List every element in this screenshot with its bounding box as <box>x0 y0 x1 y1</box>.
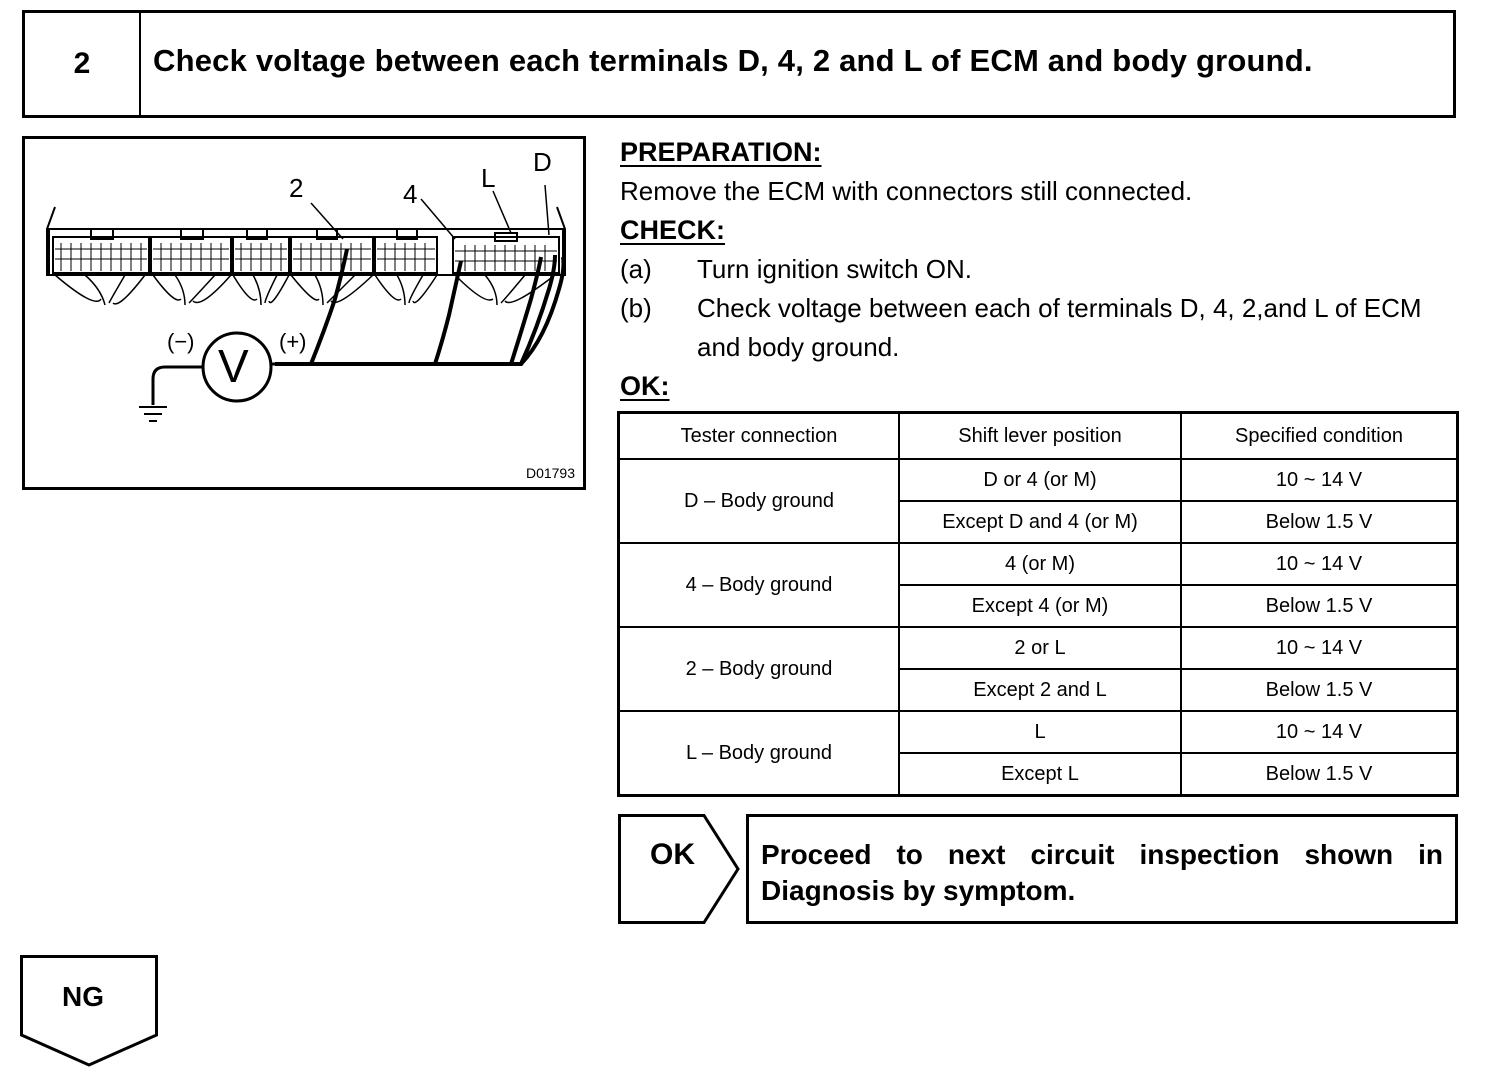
table-row: D – Body ground D or 4 (or M) 10 ~ 14 V <box>617 458 1459 544</box>
condition-cell: 10 ~ 14 V <box>1180 626 1459 670</box>
check-step-letter: (b) <box>620 293 652 323</box>
figure-id: D01793 <box>525 465 575 481</box>
shift-position-cell: Except D and 4 (or M) <box>898 500 1182 544</box>
ok-result-text: Proceed to next circuit inspection shown… <box>746 814 1458 924</box>
preparation-text: Remove the ECM with connectors still con… <box>620 176 1193 206</box>
shift-position-cell: Except L <box>898 752 1182 797</box>
table-row: L – Body ground L 10 ~ 14 V <box>617 710 1459 797</box>
ok-label: OK <box>650 838 695 871</box>
ng-result-tag: NG <box>20 955 158 1067</box>
table-row: Except L Below 1.5 V <box>619 752 1459 797</box>
condition-cell: Below 1.5 V <box>1180 668 1459 712</box>
terminal-label-l: L <box>481 163 496 193</box>
condition-cell: Below 1.5 V <box>1180 584 1459 628</box>
column-header: Shift lever position <box>898 411 1182 460</box>
check-step-text: Turn ignition switch ON. <box>697 254 973 284</box>
shift-position-cell: Except 2 and L <box>898 668 1182 712</box>
check-step: (b) Check voltage between each of termin… <box>620 289 1470 367</box>
table-row: 2 – Body ground 2 or L 10 ~ 14 V <box>617 626 1459 712</box>
check-heading: CHECK: <box>620 215 725 245</box>
step-number: 2 <box>25 13 141 115</box>
condition-cell: 10 ~ 14 V <box>1180 458 1459 502</box>
ecm-connector-drawing <box>46 184 566 422</box>
ng-arrow-shape <box>20 955 158 1067</box>
shift-position-cell: D or 4 (or M) <box>898 458 1182 502</box>
table-row: Except 4 (or M) Below 1.5 V <box>619 584 1459 628</box>
terminal-label-d: D <box>533 147 552 177</box>
ecm-wiring-figure: 2 4 L D (−) (+) V D01793 <box>22 136 586 490</box>
terminal-label-4: 4 <box>403 179 418 209</box>
voltage-spec-table: Tester connection Shift lever position S… <box>617 411 1459 797</box>
ok-heading: OK: <box>620 371 670 401</box>
tester-connection-cell: L – Body ground <box>617 710 900 797</box>
shift-position-cell: Except 4 (or M) <box>898 584 1182 628</box>
check-step-letter: (a) <box>620 254 652 284</box>
table-row: 4 – Body ground 4 (or M) 10 ~ 14 V <box>617 542 1459 628</box>
table-row: Except D and 4 (or M) Below 1.5 V <box>619 500 1459 544</box>
column-header: Specified condition <box>1180 411 1459 460</box>
check-step: (a) Turn ignition switch ON. <box>620 250 1470 289</box>
voltmeter-icon: V <box>218 340 249 392</box>
shift-position-cell: 4 (or M) <box>898 542 1182 586</box>
table-header-row: Tester connection Shift lever position S… <box>617 411 1459 460</box>
ng-label: NG <box>62 981 104 1012</box>
terminal-label-2: 2 <box>289 173 304 203</box>
meter-positive-label: (+) <box>279 329 307 354</box>
condition-cell: 10 ~ 14 V <box>1180 710 1459 754</box>
ok-arrow-shape <box>618 814 740 924</box>
condition-cell: 10 ~ 14 V <box>1180 542 1459 586</box>
tester-connection-cell: 2 – Body ground <box>617 626 900 712</box>
tester-connection-cell: D – Body ground <box>617 458 900 544</box>
shift-position-cell: 2 or L <box>898 626 1182 670</box>
condition-cell: Below 1.5 V <box>1180 500 1459 544</box>
preparation-heading: PREPARATION: <box>620 137 822 167</box>
ok-result-tag: OK <box>618 814 742 924</box>
step-title: Check voltage between each terminals D, … <box>153 43 1313 78</box>
shift-position-cell: L <box>898 710 1182 754</box>
condition-cell: Below 1.5 V <box>1180 752 1459 797</box>
table-row: Except 2 and L Below 1.5 V <box>619 668 1459 712</box>
instructions: PREPARATION: Remove the ECM with connect… <box>620 133 1470 406</box>
check-step-text: Check voltage between each of terminals … <box>697 293 1422 362</box>
column-header: Tester connection <box>617 411 900 460</box>
step-header: 2 Check voltage between each terminals D… <box>22 10 1456 118</box>
meter-negative-label: (−) <box>167 329 195 354</box>
tester-connection-cell: 4 – Body ground <box>617 542 900 628</box>
